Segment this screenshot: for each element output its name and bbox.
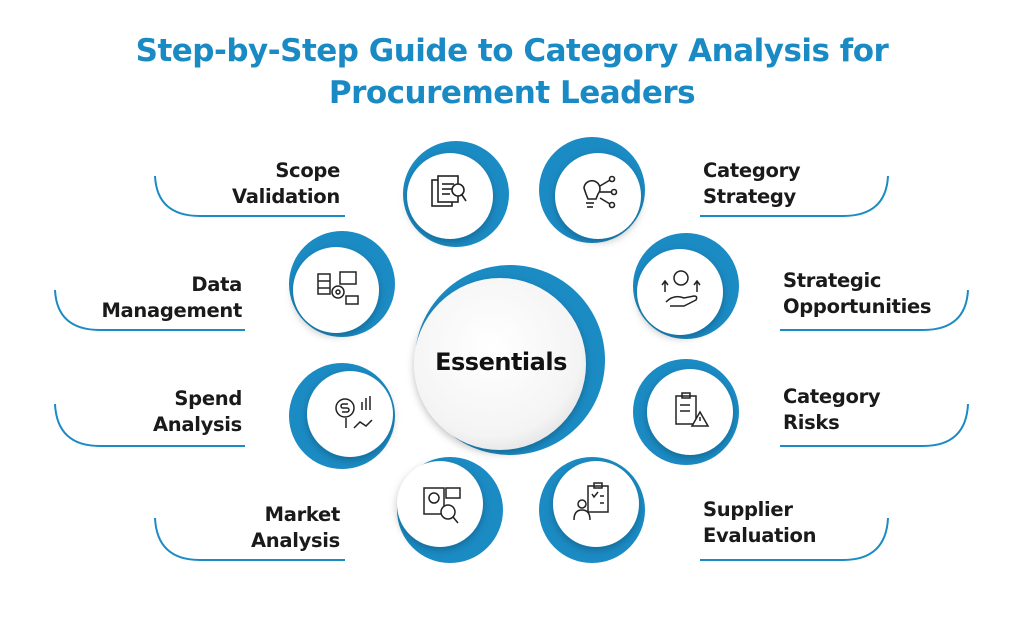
report-magnifier-icon bbox=[423, 487, 461, 524]
connector-market bbox=[154, 517, 345, 561]
connector-strategic bbox=[780, 289, 969, 331]
node-market bbox=[397, 457, 503, 563]
connector-category-strategy bbox=[700, 175, 889, 217]
title-line-2: Procurement Leaders bbox=[328, 75, 696, 111]
lightbulb-network-icon bbox=[583, 175, 618, 209]
center-label: Essentials bbox=[435, 348, 567, 376]
page-title: Step-by-Step Guide to Category Analysis … bbox=[0, 30, 1024, 114]
node-strategic bbox=[633, 233, 739, 339]
connector-data bbox=[54, 289, 245, 331]
person-checklist-icon bbox=[573, 482, 609, 521]
node-category-strategy bbox=[539, 137, 645, 243]
clipboard-warning-icon bbox=[675, 392, 710, 427]
hand-coin-growth-icon bbox=[661, 270, 701, 307]
connector-supplier bbox=[700, 517, 889, 561]
title-line-1: Step-by-Step Guide to Category Analysis … bbox=[135, 33, 889, 69]
connector-scope bbox=[154, 175, 345, 217]
node-supplier bbox=[539, 457, 645, 563]
dollar-chart-icon bbox=[335, 396, 373, 429]
connector-risks bbox=[780, 403, 969, 447]
center-node bbox=[414, 265, 605, 455]
connector-lines bbox=[54, 175, 969, 561]
database-gear-icon bbox=[317, 271, 359, 305]
node-scope bbox=[403, 141, 509, 247]
node-spend bbox=[289, 363, 395, 469]
document-magnifier-icon bbox=[431, 175, 467, 207]
node-data bbox=[289, 231, 395, 337]
connector-spend bbox=[54, 403, 245, 447]
node-risks bbox=[633, 359, 739, 465]
